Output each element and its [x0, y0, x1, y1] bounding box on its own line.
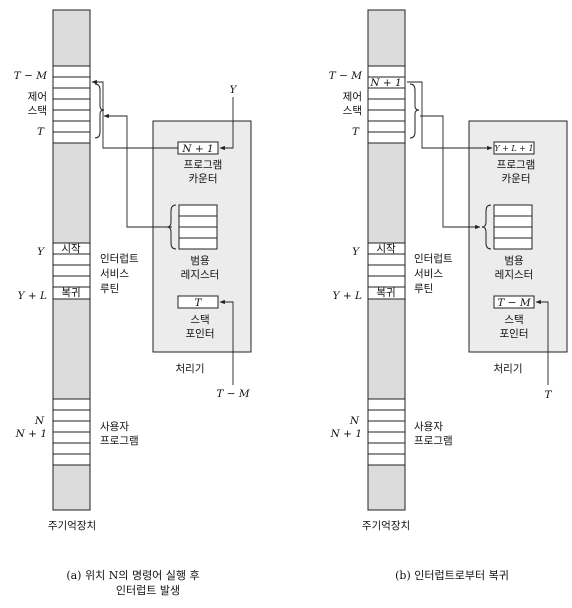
y-input-arrow-a — [219, 97, 234, 151]
pc-label-a2: 카운터 — [189, 173, 218, 185]
panel-a: T − M 제어 스택 T Y Y + L 시작 복귀 인터럽트 서비스 루틴 … — [14, 9, 252, 597]
memory-label-b: 주기억장치 — [362, 520, 410, 532]
start-label-a: 시작 — [61, 243, 81, 255]
gpr-label-b2: 레지스터 — [495, 269, 534, 281]
control-stack-label-a2: 스택 — [28, 105, 47, 117]
gpr-label-b1: 범용 — [504, 255, 524, 267]
sp-label-a2: 포인터 — [186, 328, 215, 340]
gpr-a — [166, 204, 218, 250]
t-input-arrow-b — [535, 299, 549, 385]
isr-label-a1: 인터럽트 — [100, 252, 139, 265]
t-input-label-b: T — [544, 389, 552, 401]
sp-value-b: T − M — [497, 297, 530, 309]
isr-label-a2: 서비스 — [100, 268, 129, 280]
isr-label-b1: 인터럽트 — [414, 252, 453, 265]
n-label-a: N — [34, 415, 45, 427]
control-stack-label-a1: 제어 — [28, 91, 47, 103]
user-prog-label-a1: 사용자 — [100, 421, 129, 433]
stack-brace-b — [409, 83, 420, 139]
sp-label-b2: 포인터 — [500, 328, 529, 340]
pc-label-b2: 카운터 — [502, 173, 531, 185]
stack-pointer-a — [177, 295, 219, 309]
yl-label-a: Y + L — [18, 290, 47, 302]
stack-brace-a — [94, 83, 105, 139]
main-memory-a — [52, 9, 91, 511]
y-label-b: Y — [352, 246, 360, 258]
gpr-to-stack-arrow-a — [103, 113, 172, 228]
tm-label-a: T − M — [14, 70, 47, 82]
pc-value-b: Y + L + 1 — [494, 144, 533, 153]
start-label-b: 시작 — [376, 243, 396, 255]
processor-label-b: 처리기 — [494, 363, 523, 375]
n-label-b: N — [349, 415, 360, 427]
caption-a1: (a) 위치 N의 명령어 실행 후 — [66, 569, 199, 582]
pc-value-a: N + 1 — [181, 143, 213, 155]
caption-a2: 인터럽트 발생 — [116, 583, 180, 597]
sp-label-b1: 스택 — [504, 314, 523, 326]
pc-to-stack-arrow-a — [91, 79, 178, 149]
processor-b — [468, 120, 568, 353]
isr-label-a3: 루틴 — [100, 283, 119, 295]
control-stack-label-b1: 제어 — [343, 91, 362, 103]
tm-input-arrow-a — [219, 299, 234, 385]
main-memory-b — [367, 9, 406, 511]
panel-b: N + 1 T − M 제어 스택 T Y Y + L 시작 복귀 인터럽트 서… — [329, 9, 568, 582]
memory-label-a: 주기억장치 — [48, 520, 96, 532]
pc-label-a1: 프로그램 — [184, 159, 223, 171]
isr-label-b3: 루틴 — [414, 283, 433, 295]
processor-label-a: 처리기 — [176, 363, 205, 375]
y-input-label-a: Y — [230, 84, 238, 96]
user-prog-label-b1: 사용자 — [414, 421, 443, 433]
return-label-b: 복귀 — [376, 287, 395, 299]
stack-top-value-b: N + 1 — [369, 77, 401, 89]
gpr-label-a1: 범용 — [190, 255, 210, 267]
gpr-label-a2: 레지스터 — [181, 269, 220, 281]
control-stack-label-b2: 스택 — [343, 105, 362, 117]
gpr-b — [481, 204, 533, 250]
stack-to-gpr-arrow-b — [420, 115, 481, 230]
y-label-a: Y — [37, 246, 45, 258]
stack-to-pc-arrow-b — [407, 81, 493, 151]
return-label-a: 복귀 — [61, 287, 80, 299]
user-prog-label-a2: 프로그램 — [100, 435, 139, 447]
sp-label-a1: 스택 — [190, 314, 209, 326]
yl-label-b: Y + L — [333, 290, 362, 302]
user-prog-label-b2: 프로그램 — [414, 435, 453, 447]
pc-label-b1: 프로그램 — [497, 159, 536, 171]
tm-input-label-a: T − M — [216, 388, 249, 400]
program-counter-b — [493, 141, 535, 155]
t-label-a: T — [37, 126, 45, 138]
t-label-b: T — [352, 126, 360, 138]
caption-b: (b) 인터럽트로부터 복귀 — [395, 568, 509, 582]
tm-label-b: T − M — [329, 70, 362, 82]
stack-pointer-b — [493, 295, 535, 309]
n1-label-b: N + 1 — [330, 428, 362, 440]
isr-label-b2: 서비스 — [414, 268, 443, 280]
n1-label-a: N + 1 — [15, 428, 47, 440]
sp-value-a: T — [194, 297, 202, 309]
